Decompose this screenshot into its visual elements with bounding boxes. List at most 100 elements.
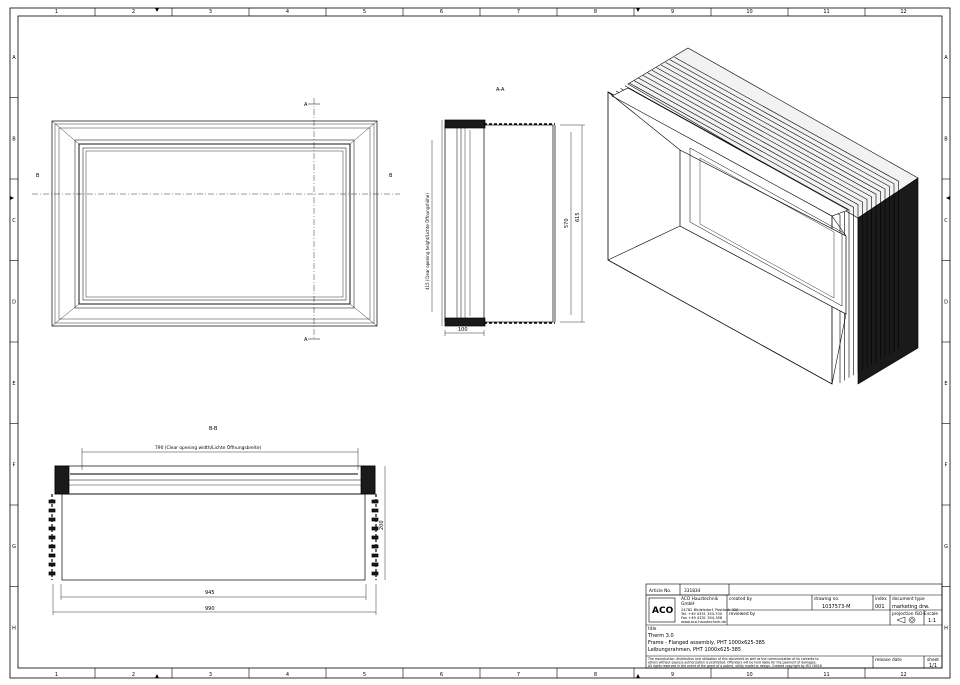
grid-column-label: 2 — [132, 672, 135, 678]
cut-marker-b-right: B — [389, 173, 393, 179]
grid-row-label: A — [944, 55, 948, 61]
dim-clear-height: 415 (Clear opening height/Lichte Öffnung… — [425, 193, 430, 290]
grid-column-label: 6 — [440, 9, 443, 15]
fastening-tab — [48, 553, 56, 558]
fastening-tab — [48, 562, 56, 567]
section-bb-labels: B-B 790 (Clear opening width/Lichte Öffn… — [155, 426, 385, 612]
company-address: 24782 Büdelsdorf, Postfach 320 — [681, 608, 739, 612]
fastening-tab — [371, 553, 379, 558]
dim-depth-200: 200 — [379, 520, 385, 530]
title-line-3: Leibungsrahmen, PHT 1000x625-385 — [648, 647, 741, 653]
grid-row-label: E — [944, 381, 947, 387]
doc-type-label: document type — [892, 596, 925, 602]
title-label: title — [648, 626, 657, 632]
section-markers-front: A A B B — [36, 102, 393, 343]
fastening-tab — [371, 544, 379, 549]
legal-line-3: All rights reserved in the event of the … — [648, 664, 822, 668]
grid-row-label: D — [12, 299, 16, 305]
grid-row-label: B — [12, 136, 16, 142]
fin-edge — [633, 80, 859, 373]
fin-edge — [624, 85, 850, 378]
grid-column-label: 5 — [363, 9, 366, 15]
grid-column-label: 7 — [517, 9, 520, 15]
fin-edge — [638, 77, 863, 370]
grid-row-label: A — [12, 55, 16, 61]
fastening-tab — [371, 517, 379, 522]
company-tel: Tel. +49 4331 354-700 — [680, 612, 723, 616]
grid-row-label: E — [12, 381, 15, 387]
grid-row-label: H — [944, 625, 948, 631]
fastening-tab — [371, 526, 379, 531]
grid-row-label: B — [944, 136, 948, 142]
section-bb-title: B-B — [209, 426, 218, 432]
sheet-value: 1/1 — [929, 663, 937, 669]
grid-column-label: 6 — [440, 672, 443, 678]
dim-clear-width: 790 (Clear opening width/Lichte Öffnungs… — [155, 444, 262, 451]
projection-symbol-icon — [896, 616, 916, 624]
grid-column-label: 12 — [900, 672, 906, 678]
grid-column-label: 2 — [132, 9, 135, 15]
grid-column-label: 8 — [594, 9, 597, 15]
fin-edge — [660, 64, 886, 357]
doc-type-value: marketing drw. — [892, 604, 930, 610]
section-aa-view — [431, 119, 585, 336]
section-bb-view — [48, 448, 386, 615]
grid-column-label: 12 — [900, 9, 906, 15]
dim-width-945: 945 — [205, 590, 215, 596]
grid-column-label: 3 — [209, 9, 212, 15]
fastening-tab — [48, 508, 56, 513]
centering-marks — [10, 8, 950, 678]
index-value: 001 — [875, 604, 885, 610]
fastening-tab — [48, 571, 56, 576]
fastening-tab — [371, 535, 379, 540]
grid-column-label: 4 — [286, 9, 289, 15]
grid-column-label: 1 — [55, 672, 58, 678]
reviewed-by-label: reviewed by — [729, 611, 756, 617]
cut-marker-b-left: B — [36, 173, 40, 179]
front-view — [32, 98, 400, 340]
grid-column-label: 7 — [517, 672, 520, 678]
fastening-tab — [371, 499, 379, 504]
fastening-tab — [48, 517, 56, 522]
grid-row-label: G — [944, 544, 948, 550]
dim-width-990: 990 — [205, 606, 215, 612]
section-aa-title: A-A — [496, 87, 505, 93]
index-label: index — [875, 596, 887, 602]
sheet-label: sheet — [927, 657, 939, 663]
fastening-tab — [48, 526, 56, 531]
title-block — [645, 583, 943, 669]
scale-label: scale — [927, 611, 938, 617]
dim-height-615: 615 — [575, 212, 581, 222]
legal-line-1: The reproduction, distribution and utili… — [647, 657, 819, 661]
fastening-tab — [48, 544, 56, 549]
fin-edge — [629, 82, 854, 376]
grid-column-label: 8 — [594, 672, 597, 678]
legal-line-2: others without express authorization is … — [648, 661, 816, 665]
title-line-1: Therm 3.0 — [647, 633, 674, 639]
grid-column-label: 11 — [823, 9, 829, 15]
grid-column-label: 10 — [746, 672, 752, 678]
title-block-text: Article No. 331834 ACO ACO Haustechnik G… — [647, 588, 939, 669]
created-by-label: created by — [729, 596, 752, 602]
company-fax: Fax +49 4331 354-358 — [681, 616, 723, 620]
cut-marker-a-bottom: A — [304, 337, 308, 343]
fastening-tab — [371, 508, 379, 513]
fin-edge — [642, 75, 868, 368]
fastening-tab — [371, 571, 379, 576]
fin-edge — [651, 69, 877, 363]
fin-edge — [665, 62, 890, 355]
fin-edge — [669, 59, 895, 352]
grid-column-label: 4 — [286, 672, 289, 678]
grid-column-label: 5 — [363, 672, 366, 678]
company-logo: ACO — [652, 606, 674, 616]
company-sub: GmbH — [681, 601, 694, 607]
drawing-no-label: drawing no. — [814, 596, 839, 602]
grid-column-label: 9 — [671, 672, 674, 678]
drawing-no-value: 1037573-M — [822, 604, 850, 610]
section-aa-labels: A-A 615 570 415 (Clear opening height/Li… — [425, 87, 581, 333]
dim-height-570: 570 — [564, 218, 570, 228]
grid-column-label: 3 — [209, 672, 212, 678]
fin-edge — [656, 67, 881, 360]
